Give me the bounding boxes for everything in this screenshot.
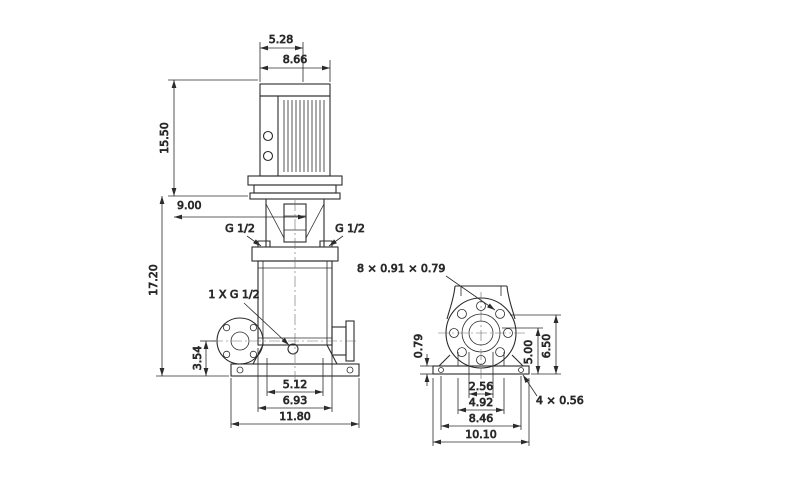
dim-label: 3.54 bbox=[191, 346, 204, 371]
dim-label: 5.12 bbox=[283, 378, 308, 391]
bolt-hole bbox=[249, 323, 257, 332]
dim-label: 10.10 bbox=[465, 428, 497, 441]
dim-label: 5.00 bbox=[522, 340, 535, 365]
bolt-hole bbox=[223, 350, 231, 358]
port-label-left: G 1/2 bbox=[225, 222, 262, 247]
flange-holes-label: 8 × 0.91 × 0.79 bbox=[357, 262, 496, 311]
dim-plate-thickness: 0.79 bbox=[412, 333, 433, 386]
port-label-right: G 1/2 bbox=[328, 222, 365, 247]
dim-height-outer: 6.50 bbox=[510, 314, 561, 375]
dim-label: 9.00 bbox=[177, 199, 202, 212]
dim-base-width: 11.80 bbox=[230, 378, 360, 428]
anchor-hole bbox=[346, 366, 354, 374]
cable-entry-icon bbox=[262, 150, 274, 162]
port-label: G 1/2 bbox=[225, 222, 255, 235]
dim-motor-height: 15.50 bbox=[158, 79, 258, 197]
dim-height-inner: 5.00 bbox=[502, 327, 543, 374]
bolt-hole bbox=[249, 350, 257, 358]
dim-label: 8 × 0.91 × 0.79 bbox=[357, 262, 445, 275]
dim-label: 17.20 bbox=[147, 264, 160, 296]
port-boss-right bbox=[319, 240, 333, 247]
side-view: 8 × 0.91 × 0.79 0.79 5.00 6.50 2.56 bbox=[357, 262, 584, 446]
anchor-hole bbox=[236, 366, 244, 374]
dim-label: 4.92 bbox=[469, 396, 494, 409]
dim-label: 5.28 bbox=[269, 33, 294, 46]
dim-head-clearance: 9.00 bbox=[174, 199, 307, 224]
dim-motor-width: 8.66 bbox=[260, 53, 331, 82]
port-label: G 1/2 bbox=[335, 222, 365, 235]
dim-label: 6.50 bbox=[540, 334, 553, 359]
motor-fins bbox=[283, 100, 325, 172]
dim-pump-height: 17.20 bbox=[147, 196, 229, 377]
dim-label: 4 × 0.56 bbox=[536, 394, 584, 407]
cable-entry-icon bbox=[262, 130, 274, 142]
front-view: 5.28 8.66 15.50 17.20 9.00 G 1/2 bbox=[147, 33, 365, 428]
anchor-hole bbox=[438, 367, 444, 373]
dim-flange-width: 5.12 bbox=[266, 358, 324, 396]
bolt-hole bbox=[223, 323, 231, 332]
port-boss-left bbox=[257, 240, 271, 247]
dim-port-centerline-height: 3.54 bbox=[191, 340, 216, 376]
dim-plate-width: 10.10 bbox=[432, 378, 530, 446]
motor bbox=[247, 83, 343, 194]
drain-port-label: 1 X G 1/2 bbox=[208, 288, 290, 346]
dim-sleeve-width: 6.93 bbox=[257, 348, 333, 412]
dim-label: 1 X G 1/2 bbox=[208, 288, 259, 301]
dim-fan-cover-width: 5.28 bbox=[259, 33, 304, 82]
base-holes-label: 4 × 0.56 bbox=[522, 374, 584, 407]
dim-label: 2.56 bbox=[469, 380, 494, 393]
dim-label: 0.79 bbox=[412, 334, 425, 359]
dim-label: 11.80 bbox=[279, 410, 311, 423]
dim-label: 8.46 bbox=[469, 412, 494, 425]
dim-label: 8.66 bbox=[283, 53, 308, 66]
dim-foot-width: 4.92 bbox=[457, 378, 505, 414]
drain-plug bbox=[287, 343, 299, 355]
dim-label: 15.50 bbox=[158, 122, 171, 154]
pump-body bbox=[446, 285, 516, 320]
dim-label: 6.93 bbox=[283, 394, 308, 407]
dim-port-bore: 2.56 bbox=[468, 352, 494, 398]
dim-hole-spacing: 8.46 bbox=[440, 376, 522, 430]
anchor-hole bbox=[518, 367, 524, 373]
